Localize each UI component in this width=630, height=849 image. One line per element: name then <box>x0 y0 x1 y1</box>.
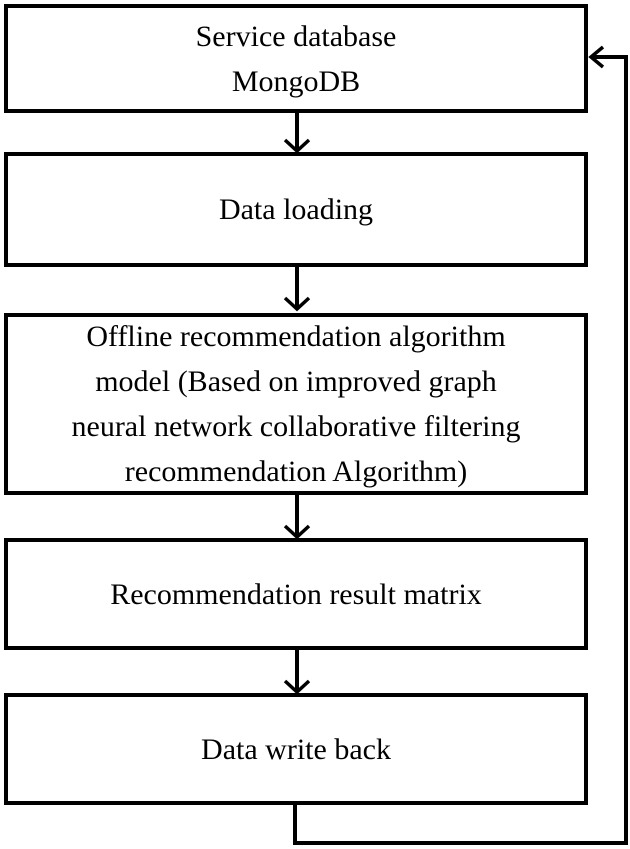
node-text-line: Data loading <box>218 193 374 226</box>
node-data-loading: Data loading <box>4 152 588 267</box>
arrow-loading-to-model <box>283 265 311 312</box>
node-text-line: Offline recommendation algorithm <box>86 320 506 353</box>
arrow-matrix-to-writeback <box>283 648 311 695</box>
node-text-line: MongoDB <box>231 64 361 98</box>
node-service-database: Service database MongoDB <box>4 4 588 113</box>
node-recommendation-result-matrix: Recommendation result matrix <box>4 538 588 650</box>
arrow-service-to-loading <box>283 111 311 154</box>
node-text-line: Data write back <box>201 732 391 766</box>
node-text-line: Recommendation result matrix <box>110 577 482 611</box>
node-text-line: neural network collaborative filtering <box>71 410 521 443</box>
node-offline-recommendation-model: Offline recommendation algorithm model (… <box>4 313 588 495</box>
arrow-model-to-matrix <box>283 493 311 540</box>
node-text-line: model (Based on improved graph <box>95 365 497 398</box>
node-data-write-back: Data write back <box>4 693 588 805</box>
node-text-line: recommendation Algorithm) <box>124 455 468 488</box>
node-text-line: Service database <box>195 19 397 53</box>
